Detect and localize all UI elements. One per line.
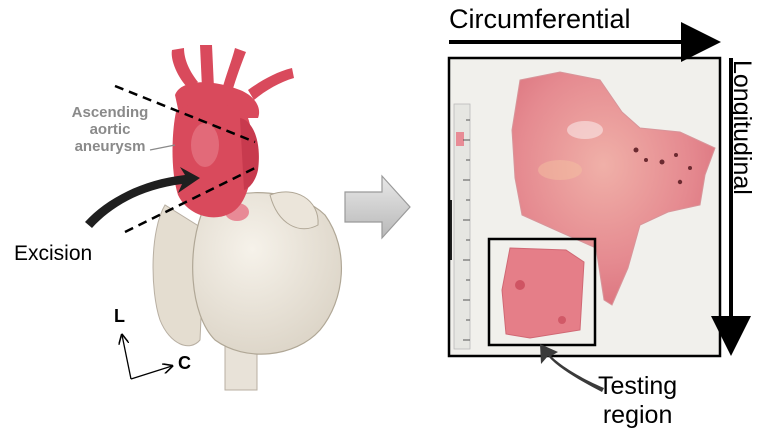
longitudinal-label: Longitudinal [727,60,756,195]
axis-C-label: C [178,353,191,374]
tissue-specimen-testing [502,248,584,338]
aneurysm-label-line-1: Ascending [55,104,165,121]
testing-region-label: Testing region [598,372,677,430]
excision-label: Excision [14,242,92,266]
transition-arrow [345,176,410,238]
aneurysm-label: Ascending aortic aneurysm [55,104,165,155]
axis-L-label: L [114,306,125,327]
circumferential-label: Circumferential [449,4,631,35]
testing-region-line-1: Testing [598,372,677,401]
heart-illustration [153,45,341,390]
aneurysm-label-line-2: aortic [55,121,165,138]
testing-region-line-2: region [598,401,677,430]
aneurysm-label-line-3: aneurysm [55,138,165,155]
axis-indicator [122,335,172,379]
